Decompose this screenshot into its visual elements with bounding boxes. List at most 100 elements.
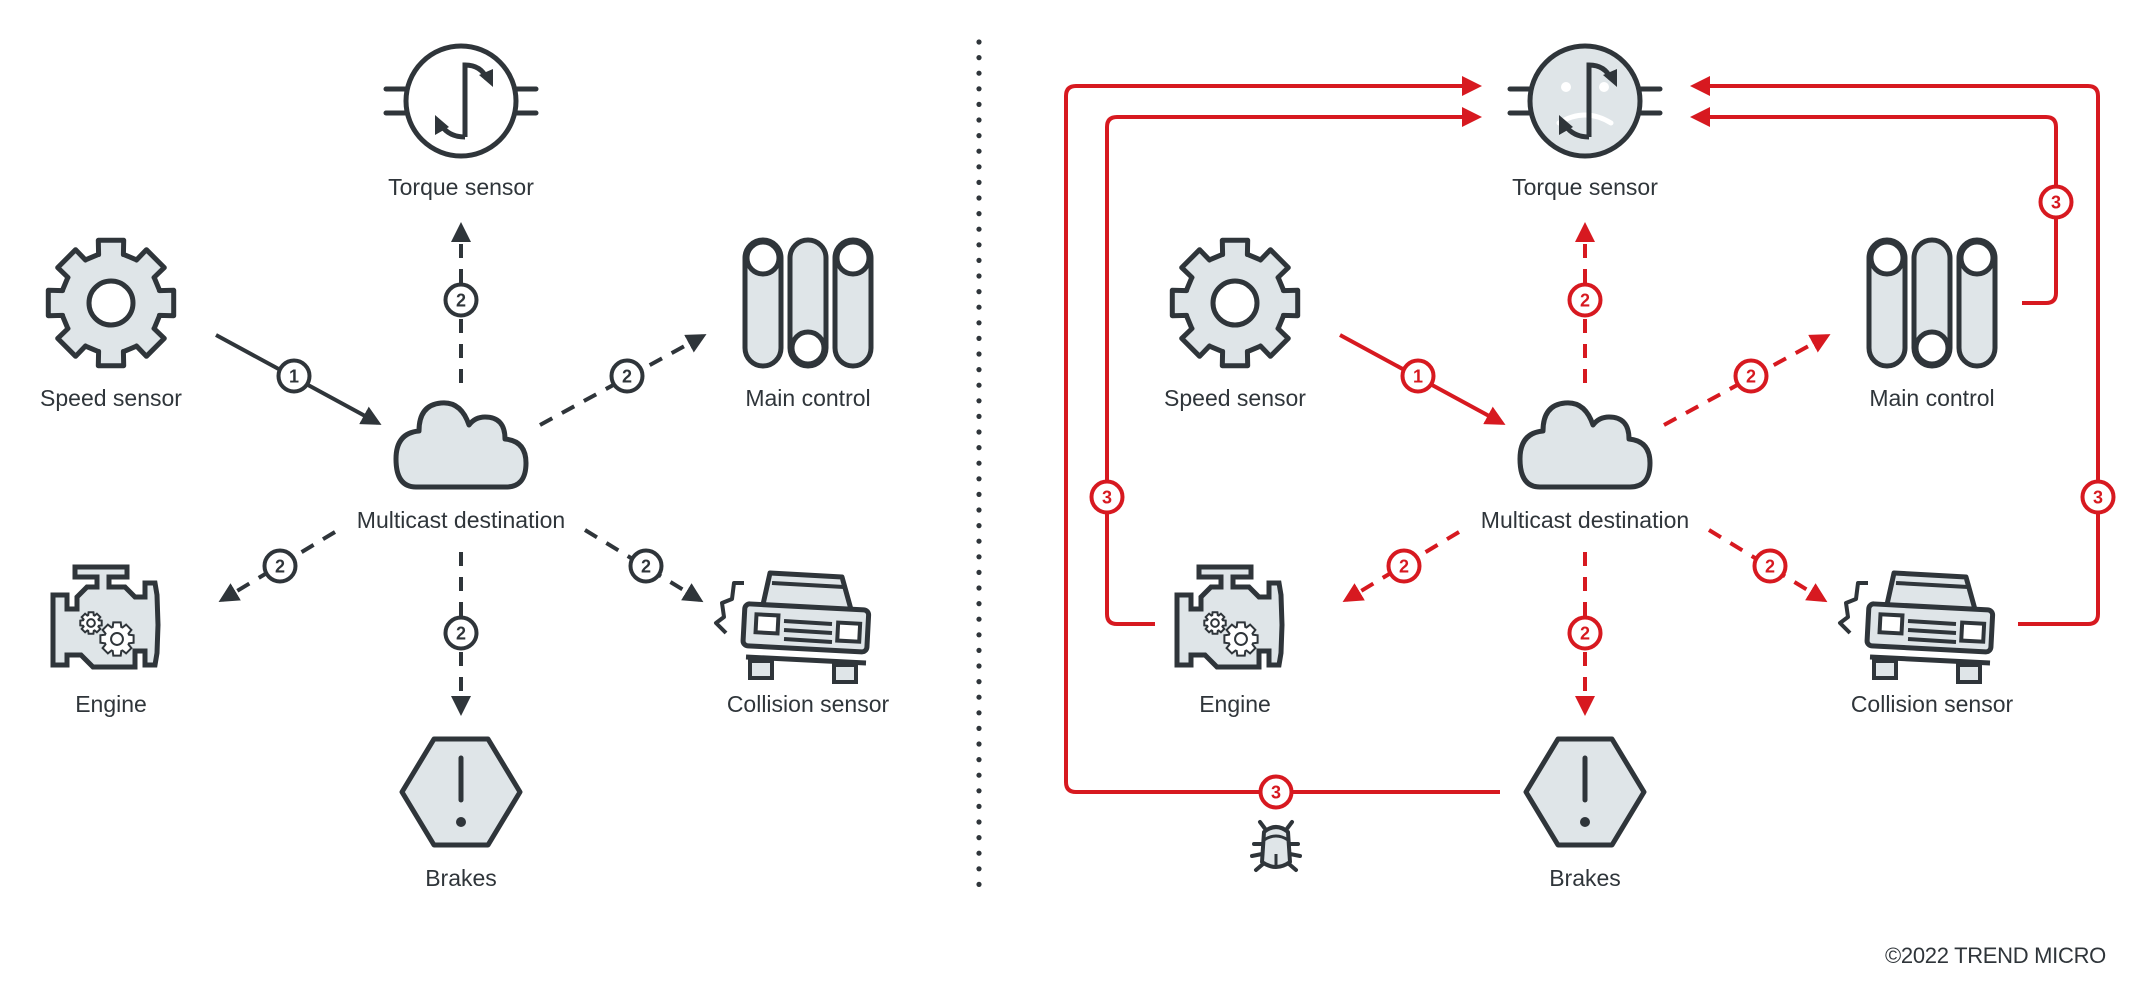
node-label: Brakes xyxy=(1549,865,1621,891)
divider-dot xyxy=(976,538,982,544)
divider-dot xyxy=(976,257,982,263)
cloud-icon xyxy=(1517,400,1653,490)
divider-dot xyxy=(976,304,982,310)
divider-dot xyxy=(976,601,982,607)
divider-dot xyxy=(976,133,982,139)
divider-dot xyxy=(976,367,982,373)
divider-dot xyxy=(976,226,982,232)
node-label: Torque sensor xyxy=(388,174,534,200)
node-label: Main control xyxy=(745,385,870,411)
divider-dot xyxy=(976,70,982,76)
gear-icon xyxy=(1169,237,1301,369)
node-speed: Speed sensor xyxy=(40,237,182,411)
node-main: Main control xyxy=(742,237,874,411)
car-crash-icon xyxy=(1838,570,1996,684)
attack-route-main-to-torque: 3 xyxy=(1690,107,2074,305)
edge-multicast-to-brakes: 2 xyxy=(443,552,479,716)
step-number: 3 xyxy=(1102,488,1112,508)
divider-dot xyxy=(976,55,982,61)
attack-route-brakes-to-torque: 3 xyxy=(1064,76,1500,810)
edge-line xyxy=(218,530,337,603)
edge-multicast-to-torque: 2 xyxy=(443,222,479,383)
step-badge: 3 xyxy=(2038,184,2074,220)
engine-icon xyxy=(1174,564,1285,670)
torque-sensor-icon xyxy=(383,43,539,159)
divider-dot xyxy=(976,101,982,107)
car-crash-icon xyxy=(714,570,872,684)
divider-dot xyxy=(976,616,982,622)
step-badge: 3 xyxy=(1089,479,1125,515)
edge-multicast-to-collision: 2 xyxy=(1707,528,1828,603)
edge-speed-to-multicast: 1 xyxy=(1339,333,1506,425)
divider-dot xyxy=(976,757,982,763)
step-badge: 2 xyxy=(1386,548,1422,584)
divider-dot xyxy=(976,273,982,279)
divider-dot xyxy=(976,429,982,435)
node-torque: Torque sensor xyxy=(383,43,539,200)
node-label: Multicast destination xyxy=(1481,507,1689,533)
divider-dot xyxy=(976,320,982,326)
divider-dot xyxy=(976,335,982,341)
edge-speed-to-multicast: 1 xyxy=(215,333,382,425)
step-number: 1 xyxy=(1413,367,1423,387)
step-number: 2 xyxy=(1746,367,1756,387)
divider-dot xyxy=(976,382,982,388)
warning-hexagon-icon xyxy=(399,736,523,848)
node-multicast: Multicast destination xyxy=(1481,400,1689,533)
divider-dot xyxy=(976,211,982,217)
divider-dot xyxy=(976,398,982,404)
cylinders-icon xyxy=(742,237,874,369)
node-label: Collision sensor xyxy=(727,691,890,717)
edge-multicast-to-engine: 2 xyxy=(218,530,337,603)
step-badge: 1 xyxy=(1400,358,1436,394)
divider-dot xyxy=(976,523,982,529)
gear-icon xyxy=(45,237,177,369)
attack-route-collision-to-torque: 3 xyxy=(1690,76,2116,626)
divider-dot xyxy=(976,445,982,451)
divider-dot xyxy=(976,866,982,872)
node-torque: Torque sensor xyxy=(1507,43,1663,200)
edge-line xyxy=(1707,528,1828,603)
edge-multicast-to-brakes: 2 xyxy=(1567,552,1603,716)
attack-line xyxy=(1105,107,1482,626)
divider-dot xyxy=(976,819,982,825)
edge-line xyxy=(1663,334,1831,427)
edge-multicast-to-engine: 2 xyxy=(1342,530,1461,603)
edge-line xyxy=(583,528,704,603)
divider-dot xyxy=(976,242,982,248)
node-speed: Speed sensor xyxy=(1164,237,1306,411)
node-label: Engine xyxy=(1199,691,1271,717)
node-label: Main control xyxy=(1869,385,1994,411)
step-badge: 2 xyxy=(1752,548,1788,584)
edge-line xyxy=(1342,530,1461,603)
divider-dot xyxy=(976,460,982,466)
divider-dot xyxy=(976,179,982,185)
divider-dot xyxy=(976,741,982,747)
attack-route-engine-to-torque: 3 xyxy=(1089,107,1482,626)
divider-dot xyxy=(976,710,982,716)
attack-line xyxy=(1064,76,1500,794)
divider-dot xyxy=(976,86,982,92)
node-brakes: Brakes xyxy=(1523,736,1647,891)
divider-dot xyxy=(976,725,982,732)
step-badge: 2 xyxy=(1567,615,1603,651)
step-number: 2 xyxy=(622,367,632,387)
divider-dot xyxy=(976,850,982,856)
divider-dot xyxy=(976,835,982,841)
step-badge: 3 xyxy=(1258,774,1294,810)
step-number: 2 xyxy=(1580,624,1590,644)
step-number: 2 xyxy=(1399,557,1409,577)
step-number: 2 xyxy=(1765,557,1775,577)
node-label: Speed sensor xyxy=(1164,385,1306,411)
divider-dot xyxy=(976,164,982,170)
step-badge: 2 xyxy=(1567,282,1603,318)
divider-dot xyxy=(976,491,982,497)
divider-dot xyxy=(976,632,982,638)
step-badge: 3 xyxy=(2080,479,2116,515)
engine-icon xyxy=(50,564,161,670)
step-number: 3 xyxy=(1271,783,1281,803)
node-label: Multicast destination xyxy=(357,507,565,533)
edge-multicast-to-main: 2 xyxy=(1663,334,1831,427)
